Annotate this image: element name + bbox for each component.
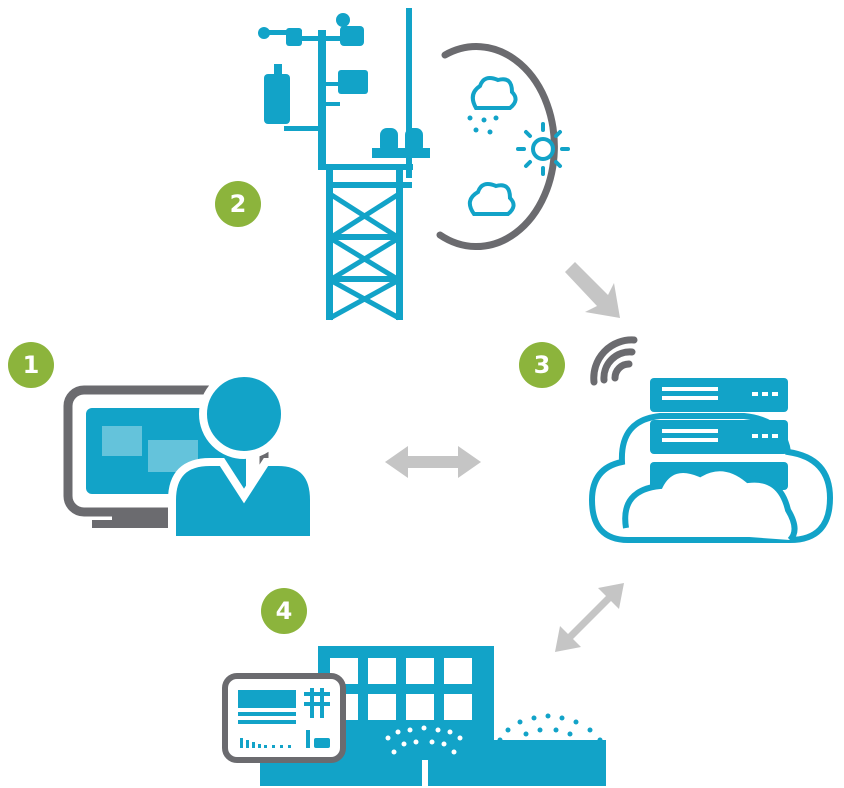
step-badge-2: 2 <box>215 181 261 227</box>
arrow-weather-to-cloud <box>565 262 620 318</box>
computer-user-icon <box>63 369 318 544</box>
step-badge-1: 1 <box>8 342 54 388</box>
wifi-signal-icon <box>590 336 638 386</box>
step-badge-3: 3 <box>519 342 565 388</box>
rain-cloud-icon <box>467 76 518 135</box>
cloud-server-icon <box>588 378 834 543</box>
arrow-building-cloud-bidirectional <box>555 583 624 652</box>
dashboard-panel-icon <box>222 673 346 763</box>
arrow-user-cloud-bidirectional <box>385 446 481 478</box>
weather-station-tower-icon <box>258 8 430 321</box>
cloud-icon <box>467 182 516 216</box>
sun-icon <box>516 122 570 176</box>
weather-bubble-arc <box>436 43 558 251</box>
step-badge-4: 4 <box>261 588 307 634</box>
